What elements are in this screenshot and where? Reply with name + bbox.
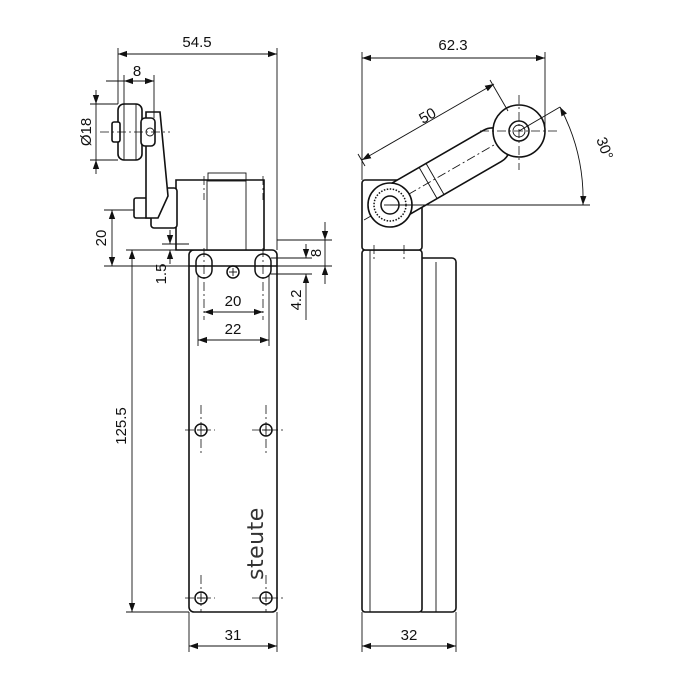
svg-text:4.2: 4.2 xyxy=(288,290,305,311)
dimension-body-width-front: 31 xyxy=(188,612,278,652)
side-housing xyxy=(361,249,423,613)
svg-text:8: 8 xyxy=(308,249,325,257)
screw-icon xyxy=(226,265,240,279)
svg-text:31: 31 xyxy=(225,627,242,644)
brand-logo: steute xyxy=(244,507,269,580)
mounting-hole-top-right xyxy=(254,253,272,279)
dimension-body-width-side: 32 xyxy=(361,612,457,652)
dimension-roller-width: 8 xyxy=(106,63,155,118)
front-view: steute xyxy=(100,103,283,613)
svg-text:125.5: 125.5 xyxy=(113,407,130,445)
svg-text:62.3: 62.3 xyxy=(438,37,467,54)
dimension-actuator-height: 20 xyxy=(93,209,189,267)
dimension-overall-width-left: 54.5 xyxy=(117,34,278,250)
dimension-hole-spacing-outer: 22 xyxy=(197,276,270,346)
svg-text:50: 50 xyxy=(416,105,439,128)
side-view xyxy=(361,95,560,613)
svg-text:1.5: 1.5 xyxy=(153,264,170,285)
svg-text:20: 20 xyxy=(225,293,242,310)
svg-text:54.5: 54.5 xyxy=(182,34,211,51)
switch-head xyxy=(175,179,265,251)
mounting-hole-top-left xyxy=(195,253,213,279)
dimension-lever-length: 50 xyxy=(357,79,509,167)
svg-text:8: 8 xyxy=(133,63,141,80)
dimension-lever-angle: 30° xyxy=(390,106,616,206)
svg-text:22: 22 xyxy=(225,321,242,338)
dimension-flange-height: 8 xyxy=(277,222,332,284)
dimension-hole-diameter: 4.2 xyxy=(271,244,312,320)
svg-text:Ø18: Ø18 xyxy=(78,118,95,146)
side-rear-section xyxy=(417,257,457,613)
svg-text:20: 20 xyxy=(93,230,110,247)
dimension-body-length: 125.5 xyxy=(113,249,189,613)
svg-text:32: 32 xyxy=(401,627,418,644)
dimension-roller-diameter: Ø18 xyxy=(78,90,118,174)
svg-text:30°: 30° xyxy=(592,135,616,162)
dimension-hole-spacing-inner: 20 xyxy=(204,293,263,316)
